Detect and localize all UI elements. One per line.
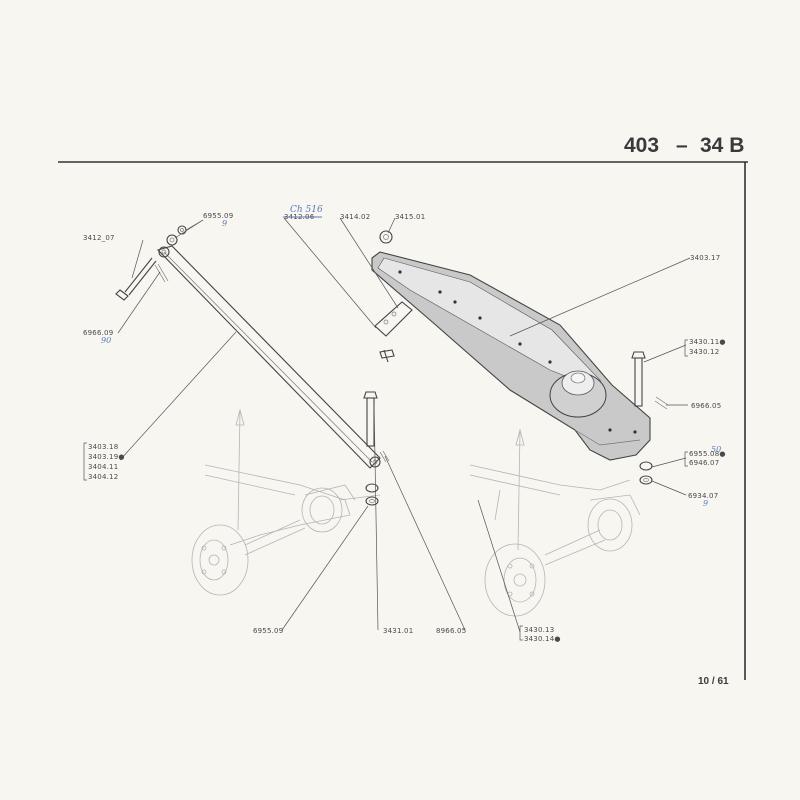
label-3415-01: 3415.01 bbox=[395, 213, 425, 221]
label-6955-08: 6955.08● bbox=[689, 450, 726, 458]
chassis-note: Ch 516 bbox=[290, 205, 323, 215]
label-6966-05-right: 6966.05 bbox=[691, 402, 721, 410]
center-bracket bbox=[374, 230, 413, 363]
panhard-rod bbox=[156, 245, 381, 469]
label-6934-07: 6934.07 bbox=[688, 492, 718, 500]
page-header: 403 – 34 B bbox=[624, 134, 744, 157]
label-6966-09: 6966.09 bbox=[83, 329, 113, 337]
label-3403-18: 3403.18 bbox=[88, 443, 118, 451]
label-3404-12: 3404.12 bbox=[88, 473, 118, 481]
label-3412-07: 3412_07 bbox=[83, 234, 115, 242]
label-6955-09-top: 6955.09 bbox=[203, 212, 233, 220]
label-6946-07: 6946.07 bbox=[689, 459, 719, 467]
right-pin bbox=[631, 351, 669, 485]
label-3430-13: 3430.13 bbox=[524, 626, 554, 634]
page-number: 10 / 61 bbox=[698, 676, 729, 687]
label-6955-09-bottom: 6955.09 bbox=[253, 627, 283, 635]
correction-6955-right: 50 bbox=[711, 445, 721, 454]
label-3404-11: 3404.11 bbox=[88, 463, 118, 471]
correction-6955-top: 9 bbox=[222, 219, 227, 228]
label-3403-17: 3403.17 bbox=[690, 254, 720, 262]
handwritten-annotations: Ch 516 90 9 50 9 bbox=[101, 205, 721, 508]
rod-top-fasteners bbox=[115, 225, 187, 301]
rear-axle-left-ghost bbox=[191, 408, 381, 596]
correction-6966: 90 bbox=[101, 336, 111, 345]
model-number: 403 bbox=[624, 134, 659, 157]
panhard-arm-assembly bbox=[371, 251, 651, 461]
label-8966-05: 8966.05 bbox=[436, 627, 466, 635]
label-brackets bbox=[83, 339, 688, 641]
label-3430-14: 3430.14● bbox=[524, 635, 561, 643]
label-3403-19: 3403.19● bbox=[88, 453, 125, 461]
label-3414-02: 3414.02 bbox=[340, 213, 370, 221]
label-3431-01: 3431.01 bbox=[383, 627, 413, 635]
leader-lines bbox=[117, 217, 691, 633]
rod-bottom-pin bbox=[363, 391, 390, 506]
label-3430-11: 3430.11● bbox=[689, 338, 726, 346]
group-code: 34 B bbox=[700, 134, 744, 157]
label-3430-12: 3430.12 bbox=[689, 348, 719, 356]
correction-6934: 9 bbox=[703, 499, 708, 508]
header-dash: – bbox=[676, 134, 688, 157]
